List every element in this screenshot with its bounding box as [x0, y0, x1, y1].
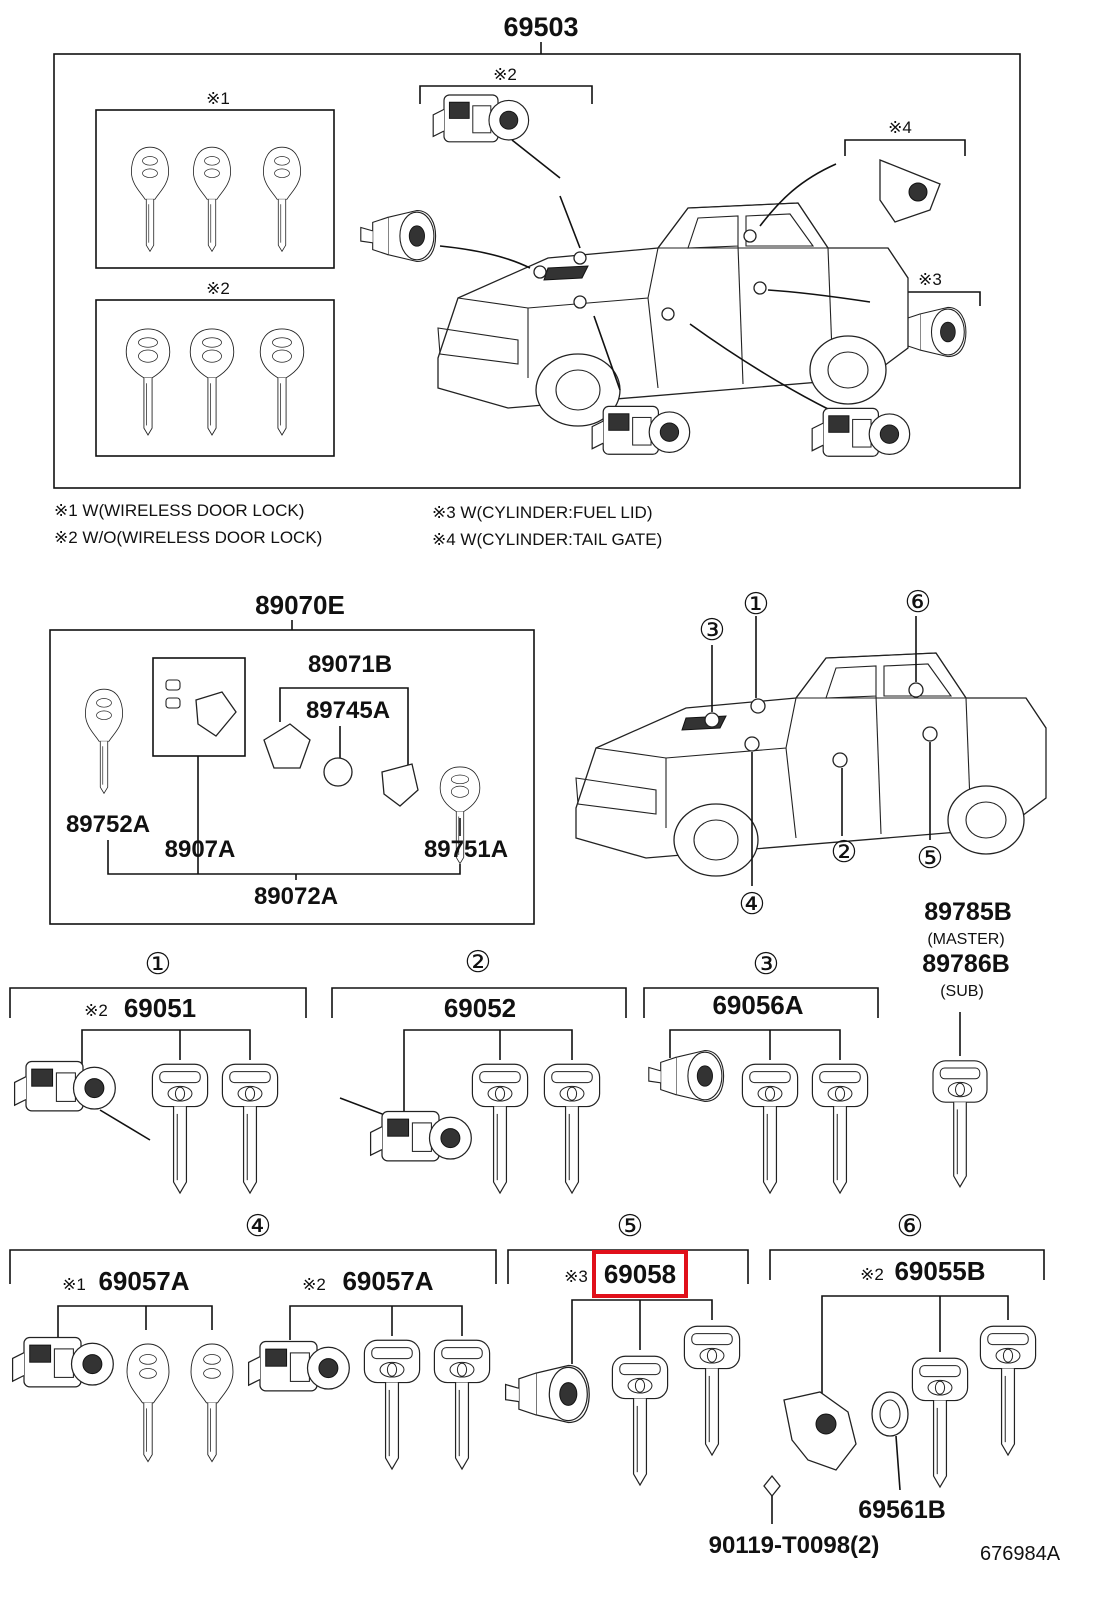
- group-6-mark: ※2: [860, 1265, 884, 1284]
- part-69055B-label: 69055B: [894, 1256, 985, 1286]
- group-4-position: ④: [245, 1210, 272, 1243]
- part-89071B-label: 89071B: [308, 651, 392, 678]
- part-89745A-label: 89745A: [306, 697, 390, 724]
- lock-mark-4: ※4: [888, 118, 912, 137]
- master-note: (MASTER): [927, 931, 1004, 948]
- group-mark-2: ※2: [206, 279, 230, 298]
- group-1-mark: ※2: [84, 1001, 108, 1020]
- figure-id: 676984A: [980, 1543, 1061, 1565]
- truck-position-3: ③: [699, 614, 726, 647]
- legend-line-1: ※1 W(WIRELESS DOOR LOCK): [54, 501, 304, 520]
- part-89752A-label: 89752A: [66, 811, 150, 838]
- part-69057A-w-label: 69057A: [98, 1266, 189, 1296]
- group-1-position: ①: [145, 948, 172, 981]
- assembly-69503-frame: [53, 53, 1021, 489]
- legend-line-4: ※4 W(CYLINDER:TAIL GATE): [432, 530, 662, 549]
- transmitter-frame: [49, 629, 535, 925]
- truck-position-6: ⑥: [905, 586, 932, 619]
- part-89786B-label: 89786B: [922, 950, 1010, 978]
- group-3-position: ③: [753, 948, 780, 981]
- part-89785B-label: 89785B: [924, 898, 1012, 926]
- wireless-key-group: [95, 109, 335, 269]
- assembly-69503-label: 69503: [503, 12, 578, 42]
- truck-position-2: ②: [831, 836, 858, 869]
- part-69058-label[interactable]: 69058: [604, 1259, 676, 1289]
- part-69051-label: 69051: [124, 993, 196, 1023]
- group-4b-mark: ※2: [302, 1275, 326, 1294]
- standard-key-group: [95, 299, 335, 457]
- truck-position-4: ④: [739, 888, 766, 921]
- part-8907A-label: 8907A: [165, 836, 236, 863]
- part-69056A-label: 69056A: [712, 990, 803, 1020]
- truck-position-5: ⑤: [917, 842, 944, 875]
- highlight-box-69058: [592, 1250, 688, 1298]
- group-5-mark: ※3: [564, 1267, 588, 1286]
- group-2-position: ②: [465, 946, 492, 979]
- part-69052-label: 69052: [444, 993, 516, 1023]
- part-89072A-label: 89072A: [254, 883, 338, 910]
- group-6-position: ⑥: [897, 1210, 924, 1243]
- truck-position-1: ①: [743, 588, 770, 621]
- part-69057A-wo-label: 69057A: [342, 1266, 433, 1296]
- group-4a-mark: ※1: [62, 1275, 86, 1294]
- group-mark-1: ※1: [206, 89, 230, 108]
- part-69561B-label: 69561B: [858, 1496, 946, 1524]
- legend-line-3: ※3 W(CYLINDER:FUEL LID): [432, 503, 652, 522]
- lock-mark-2: ※2: [493, 65, 517, 84]
- part-90119-label: 90119-T0098(2): [709, 1532, 880, 1559]
- lock-mark-3: ※3: [918, 270, 942, 289]
- part-89751A-label: 89751A: [424, 836, 508, 863]
- legend-line-2: ※2 W/O(WIRELESS DOOR LOCK): [54, 528, 322, 547]
- group-5-position: ⑤: [617, 1210, 644, 1243]
- assembly-89070E-label: 89070E: [255, 590, 345, 620]
- sub-note: (SUB): [940, 983, 984, 1000]
